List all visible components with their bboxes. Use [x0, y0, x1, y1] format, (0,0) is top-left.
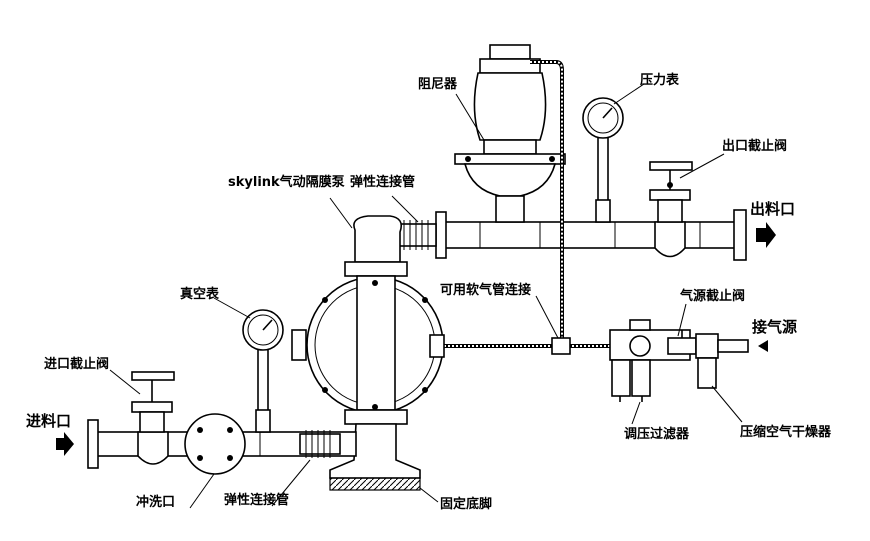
label-air-valve: 气源截止阀 [680, 288, 745, 304]
outlet-valve [649, 161, 693, 258]
label-elastic-top: 弹性连接管 [350, 174, 415, 190]
fixed-base [329, 423, 421, 491]
label-regulator: 调压过滤器 [624, 426, 690, 442]
label-vacuum-gauge: 真空表 [180, 286, 220, 302]
label-outlet: 出料口 [750, 200, 795, 218]
vacuum-gauge [242, 309, 284, 433]
label-pump: skylink气动隔膜泵 [228, 174, 345, 190]
diaphragm-pump [291, 215, 445, 425]
label-inlet: 进料口 [26, 412, 71, 430]
inlet-valve [131, 371, 175, 465]
label-elastic-bottom: 弹性连接管 [224, 492, 289, 508]
label-base: 固定底脚 [440, 496, 492, 512]
label-flush: 冲洗口 [136, 494, 175, 510]
outlet-pipeline [397, 209, 776, 261]
leader-lines [109, 83, 743, 509]
label-air-source: 接气源 [752, 318, 797, 336]
air-dryer [695, 333, 768, 389]
label-dryer: 压缩空气干燥器 [740, 424, 832, 440]
label-outlet-valve: 出口截止阀 [722, 138, 787, 154]
label-pressure-gauge: 压力表 [640, 72, 680, 88]
label-damper: 阻尼器 [418, 77, 458, 92]
label-inlet-valve: 进口截止阀 [44, 356, 109, 372]
air-hose [440, 60, 610, 355]
label-soft-pipe: 可用软气管连接 [440, 282, 531, 298]
damper [454, 44, 566, 223]
inlet-pipeline [56, 413, 357, 475]
regulator-filter [609, 319, 691, 402]
pressure-gauge [582, 97, 624, 223]
